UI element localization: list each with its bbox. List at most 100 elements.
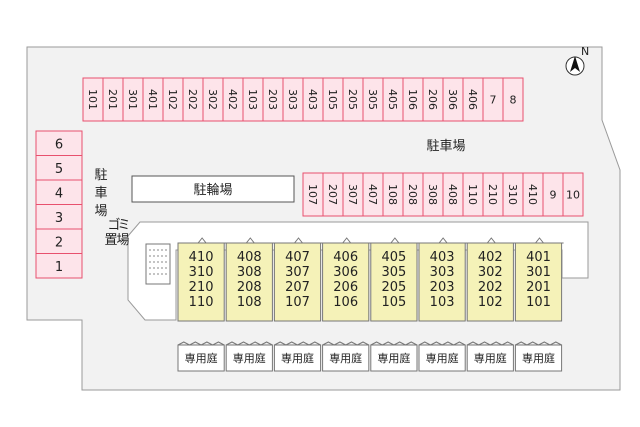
unit-number: 307 xyxy=(285,265,310,280)
parking-space: 305 xyxy=(362,77,384,122)
parking-space-number: 410 xyxy=(526,184,539,205)
unit-number: 207 xyxy=(285,280,310,295)
unit-number: 403 xyxy=(430,250,455,265)
unit-number: 106 xyxy=(333,295,358,310)
unit-number: 406 xyxy=(333,250,358,265)
private-garden-label: 専用庭 xyxy=(426,351,459,365)
parking-space-number: 301 xyxy=(126,89,139,110)
unit-number: 110 xyxy=(189,295,214,310)
parking-space: 303 xyxy=(282,77,304,122)
parking-space: 206 xyxy=(422,77,444,122)
parking-space-number: 210 xyxy=(486,184,499,205)
svg-text:車: 車 xyxy=(94,186,107,201)
parking-space-number: 307 xyxy=(346,184,359,205)
unit-number: 201 xyxy=(526,280,551,295)
svg-text:駐: 駐 xyxy=(94,168,107,183)
svg-text:置: 置 xyxy=(104,233,117,248)
unit-number: 108 xyxy=(237,295,262,310)
parking-space: 107 xyxy=(302,172,324,217)
parking-space: 102 xyxy=(162,77,184,122)
parking-space: 7 xyxy=(482,77,504,122)
parking-space: 401 xyxy=(142,77,164,122)
parking-space-number: 205 xyxy=(346,89,359,110)
unit-number: 306 xyxy=(333,265,358,280)
private-garden-label: 専用庭 xyxy=(281,351,314,365)
north-label: N xyxy=(581,45,589,58)
private-garden: 専用庭 xyxy=(225,341,273,372)
parking-space: 105 xyxy=(322,77,344,122)
unit-number: 101 xyxy=(526,295,551,310)
unit-number: 202 xyxy=(478,280,503,295)
unit-number: 103 xyxy=(430,295,455,310)
unit-number: 303 xyxy=(430,265,455,280)
parking-space-number: 305 xyxy=(366,89,379,110)
parking-space: 302 xyxy=(202,77,224,122)
parking-space-number: 9 xyxy=(550,189,557,202)
parking-space-number: 405 xyxy=(386,89,399,110)
parking-space-number: 302 xyxy=(206,89,219,110)
parking-space-number: 102 xyxy=(166,89,179,110)
parking-space: 308 xyxy=(422,172,444,217)
parking-space: 406 xyxy=(462,77,484,122)
bicycle-parking-label: 駐輪場 xyxy=(193,182,232,198)
parking-space: 201 xyxy=(102,77,124,122)
parking-space: 8 xyxy=(502,77,524,122)
unit-number: 208 xyxy=(237,280,262,295)
bicycle-parking xyxy=(131,175,295,203)
parking-space: 101 xyxy=(82,77,104,122)
parking-space-number: 110 xyxy=(466,184,479,205)
unit-number: 405 xyxy=(381,250,406,265)
parking-space-number: 206 xyxy=(426,89,439,110)
parking-label-right: 駐車場 xyxy=(426,139,465,154)
parking-space: 3 xyxy=(35,204,83,230)
parking-space-number: 306 xyxy=(446,89,459,110)
unit-number: 206 xyxy=(333,280,358,295)
parking-space: 5 xyxy=(35,155,83,181)
parking-label-left: 駐車場 xyxy=(94,168,107,219)
parking-space-number: 6 xyxy=(55,137,63,152)
parking-space: 203 xyxy=(262,77,284,122)
parking-space-number: 10 xyxy=(566,189,580,202)
parking-space: 1 xyxy=(35,253,83,279)
parking-space-number: 103 xyxy=(246,89,259,110)
unit-number: 408 xyxy=(237,250,262,265)
unit-number: 107 xyxy=(285,295,310,310)
parking-space-number: 403 xyxy=(306,89,319,110)
parking-space-number: 202 xyxy=(186,89,199,110)
parking-space: 205 xyxy=(342,77,364,122)
parking-space: 310 xyxy=(502,172,524,217)
private-garden-label: 専用庭 xyxy=(185,351,218,365)
unit-number: 308 xyxy=(237,265,262,280)
parking-space: 9 xyxy=(542,172,564,217)
parking-space-number: 406 xyxy=(466,89,479,110)
apartment-buildings: 410310210110専用庭408308208108専用庭4073072071… xyxy=(177,237,564,372)
parking-space-number: 5 xyxy=(55,162,63,177)
private-garden: 専用庭 xyxy=(370,341,418,372)
unit-number: 302 xyxy=(478,265,503,280)
unit-number: 401 xyxy=(526,250,551,265)
parking-space-number: 4 xyxy=(55,186,63,201)
parking-space-number: 3 xyxy=(55,211,63,226)
parking-space-number: 1 xyxy=(55,260,63,275)
unit-number: 305 xyxy=(381,265,406,280)
parking-space-number: 303 xyxy=(286,89,299,110)
private-garden: 専用庭 xyxy=(322,341,370,372)
parking-space: 6 xyxy=(35,130,83,156)
parking-space: 408 xyxy=(442,172,464,217)
parking-space: 202 xyxy=(182,77,204,122)
parking-space: 307 xyxy=(342,172,364,217)
unit-number: 310 xyxy=(189,265,214,280)
parking-space-number: 310 xyxy=(506,184,519,205)
parking-space-number: 2 xyxy=(55,235,63,250)
private-garden: 専用庭 xyxy=(514,341,563,372)
private-garden: 専用庭 xyxy=(177,341,225,372)
